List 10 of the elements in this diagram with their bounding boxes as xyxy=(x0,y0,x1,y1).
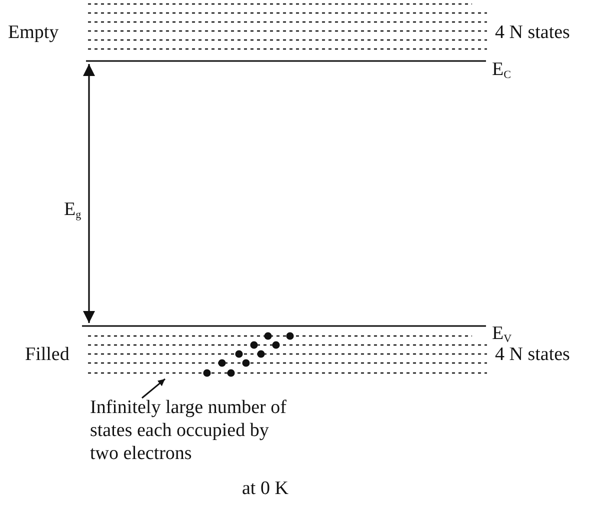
temperature-label: at 0 K xyxy=(242,478,288,500)
band-gap-label: E$_{g}$ xyxy=(64,199,82,223)
band-label: Filled xyxy=(25,344,70,366)
energy-level-label: E$_{V}$ xyxy=(492,323,512,347)
state-count-label: 4 N states xyxy=(495,22,570,44)
band-label: Empty xyxy=(8,22,59,44)
annotation-text: Infinitely large number of states each occupied by two electrons xyxy=(90,396,295,465)
energy-level-label: E$_{C}$ xyxy=(492,59,511,83)
state-count-label: 4 N states xyxy=(495,344,570,366)
leader-line xyxy=(142,378,166,399)
